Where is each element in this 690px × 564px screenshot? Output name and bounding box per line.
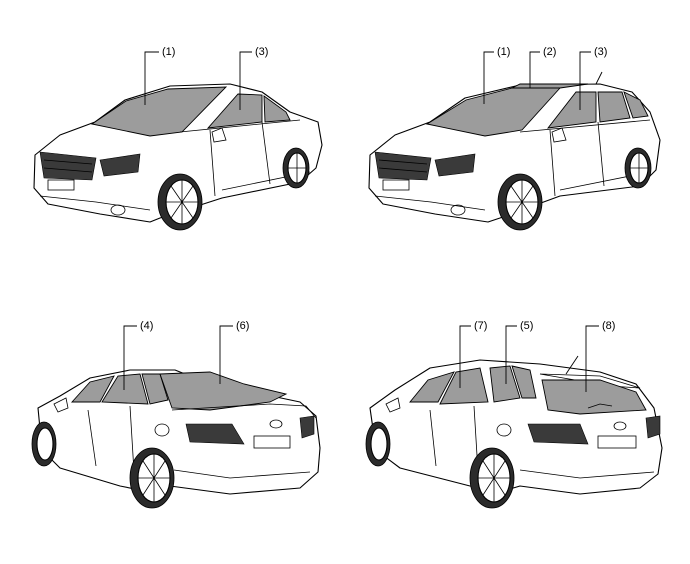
callout-1: (1) (497, 46, 510, 58)
wagon-front-view: (1) (2) (3) (368, 46, 661, 231)
wagon-back-door-glass (541, 379, 647, 415)
wagon-roof-glass (511, 83, 589, 89)
callout-4: (4) (140, 320, 153, 332)
callout-5: (5) (520, 320, 533, 332)
callout-6: (6) (236, 320, 249, 332)
sedan-back-window (159, 371, 288, 411)
wagon-rear-door-glass (439, 367, 489, 405)
callout-7: (7) (474, 320, 487, 332)
callout-3: (3) (594, 46, 607, 58)
wagon-front-door-glass (546, 91, 597, 129)
wagon-quarter-glass (489, 365, 521, 403)
sedan-rear-door-glass (101, 373, 149, 405)
wagon-rear-view: (7) (5) (8) (365, 320, 663, 509)
sedan-front-windshield (90, 86, 228, 137)
sedan-rear-view: (4) (6) (31, 320, 321, 509)
callout-3: (3) (255, 46, 268, 58)
sedan-front-view: (1) (3) (33, 46, 323, 231)
callout-1: (1) (162, 46, 175, 58)
callout-8: (8) (602, 320, 615, 332)
sedan-front-door-glass (206, 93, 263, 129)
callout-2: (2) (543, 46, 556, 58)
